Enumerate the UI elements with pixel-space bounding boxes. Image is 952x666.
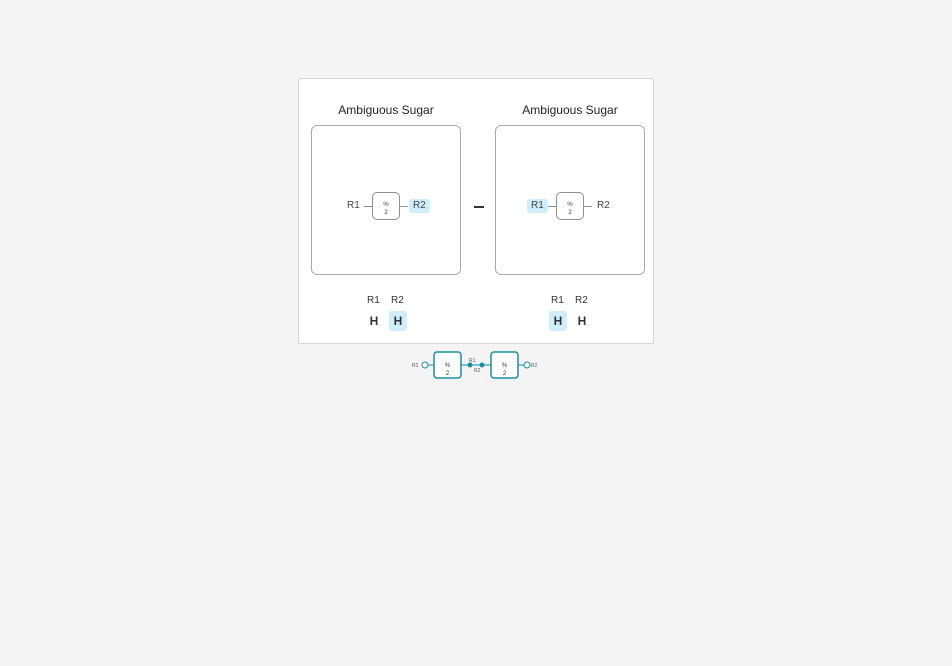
right-node-top-label: % (567, 202, 573, 208)
chain-r1-anchor-circle (421, 361, 429, 369)
left-node-top-label: % (383, 202, 389, 208)
right-r2-connector (584, 206, 592, 207)
chain-left-label: R1 (412, 363, 419, 369)
right-sugar-editor[interactable]: R1 % 2 R2 (495, 125, 645, 275)
right-subs-r1-value[interactable]: H (549, 311, 567, 331)
chain-node-2-top: % (502, 363, 508, 369)
chain-r2-anchor-circle (523, 361, 531, 369)
chain-svg: R1 R2 R1 R2 % 2 % 2 (412, 351, 538, 379)
left-subs-r2-head: R2 (391, 295, 404, 306)
right-r2-label[interactable]: R2 (597, 200, 610, 211)
left-r2-label[interactable]: R2 (409, 199, 430, 213)
left-sugar-title: Ambiguous Sugar (338, 103, 434, 117)
left-r2-connector (400, 206, 408, 207)
chain-node-1-bottom: 2 (446, 371, 450, 377)
sugar-comparison-card: Ambiguous Sugar R1 % 2 R2 Ambiguous Suga… (298, 78, 654, 344)
left-subs-r2-value[interactable]: H (389, 311, 407, 331)
chain-mid-top-label: R1 (469, 358, 476, 364)
right-node-bottom-label: 2 (568, 210, 572, 216)
chain-right-label: R2 (531, 363, 538, 369)
chain-mid-bottom-label: R2 (474, 368, 481, 374)
right-r1-connector (548, 206, 556, 207)
left-node-bottom-label: 2 (384, 210, 388, 216)
right-subs-r2-value[interactable]: H (577, 314, 587, 328)
separator-dash (474, 206, 484, 208)
right-r1-label[interactable]: R1 (527, 199, 548, 213)
left-subs-r1-value[interactable]: H (369, 314, 379, 328)
left-sugar-editor[interactable]: R1 % 2 R2 (311, 125, 461, 275)
chain-link-dot-2 (479, 362, 485, 368)
right-subs-r2-head: R2 (575, 295, 588, 306)
left-r1-label[interactable]: R1 (347, 200, 360, 211)
left-sugar-node[interactable]: % 2 (372, 192, 400, 220)
chain-node-1-top: % (445, 363, 451, 369)
chain-node-2-bottom: 2 (503, 371, 507, 377)
right-sugar-title: Ambiguous Sugar (522, 103, 618, 117)
right-subs-r1-head: R1 (551, 295, 564, 306)
right-sugar-node[interactable]: % 2 (556, 192, 584, 220)
left-subs-r1-head: R1 (367, 295, 380, 306)
combined-chain-preview: R1 R2 R1 R2 % 2 % 2 (410, 348, 546, 382)
left-r1-connector (364, 206, 372, 207)
